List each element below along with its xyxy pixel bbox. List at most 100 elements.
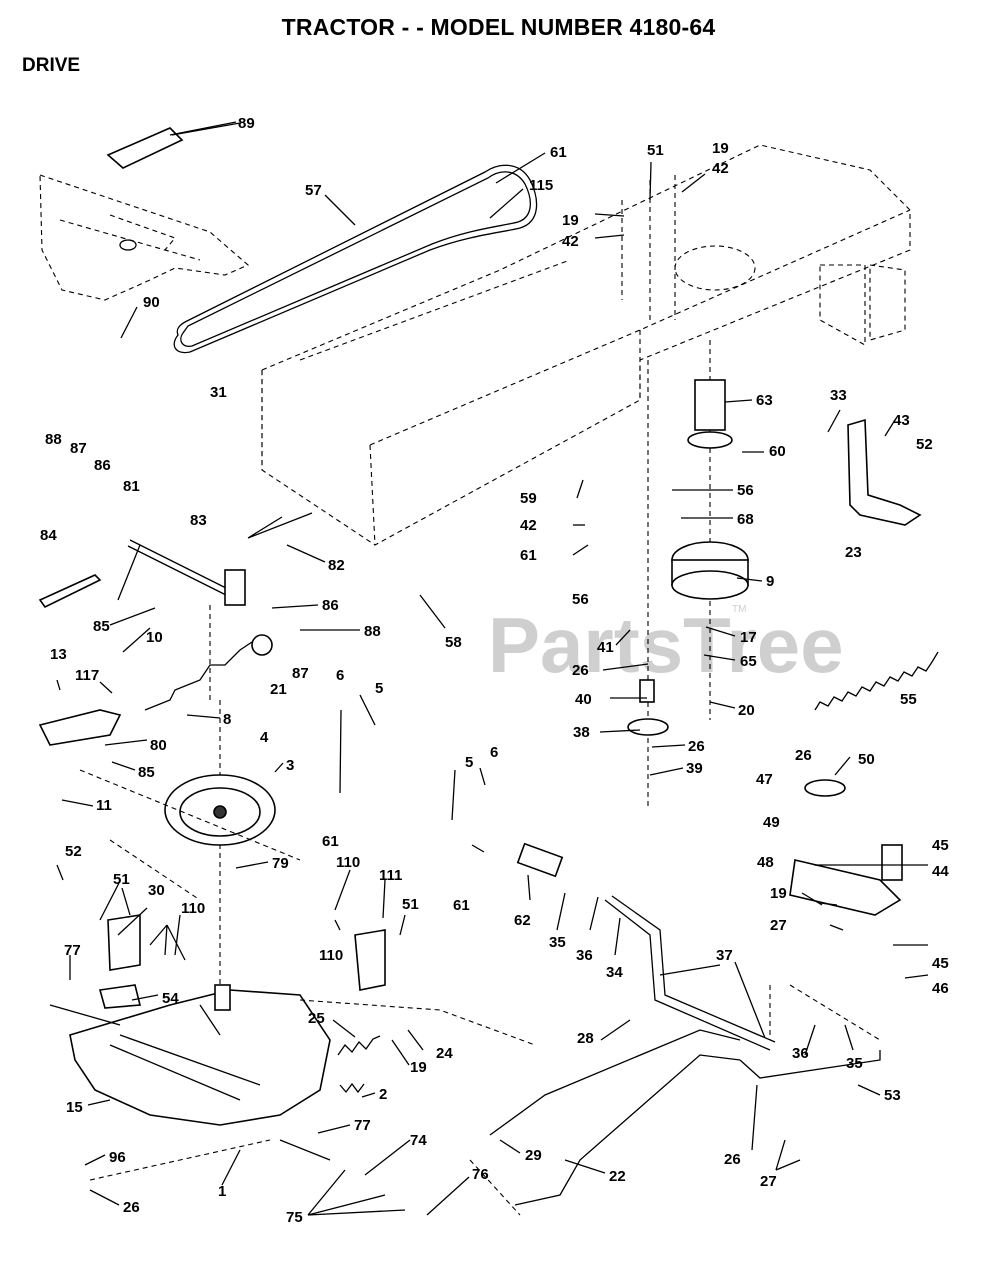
callout: 42: [562, 233, 579, 250]
callout: 43: [893, 412, 910, 429]
callout: 89: [238, 115, 255, 132]
callout: 41: [597, 639, 614, 656]
spring-2: [339, 1082, 365, 1094]
callout: 26: [572, 662, 589, 679]
callout: 30: [148, 882, 165, 899]
tractor-frame: [261, 144, 911, 546]
callout: 61: [322, 833, 339, 850]
callout: 52: [65, 843, 82, 860]
rod-28: [489, 1029, 741, 1136]
callout: 96: [109, 1149, 126, 1166]
callout: 82: [328, 557, 345, 574]
callout: 42: [520, 517, 537, 534]
callout: 15: [66, 1099, 83, 1116]
callout: 117: [75, 667, 99, 684]
callout: 11: [96, 797, 112, 814]
callout: 37: [716, 947, 733, 964]
callout: 51: [402, 896, 419, 913]
callout: 80: [150, 737, 167, 754]
bracket-23: [847, 418, 922, 526]
spindle-63: [687, 379, 733, 449]
callout: 75: [286, 1209, 303, 1226]
callout: 85: [93, 618, 110, 635]
callout: 35: [549, 934, 566, 951]
callout: 74: [410, 1132, 427, 1149]
callout: 45: [932, 837, 949, 854]
callout: 4: [260, 729, 269, 746]
callout: 6: [336, 667, 344, 684]
callout: 22: [609, 1168, 626, 1185]
pulley-3: [164, 774, 276, 846]
callout: 83: [190, 512, 207, 529]
callout: 39: [686, 760, 703, 777]
callout: 87: [292, 665, 309, 682]
callout: 8: [223, 711, 231, 728]
bracket-30: [107, 914, 141, 971]
callout: 5: [465, 754, 473, 771]
bracket-80: [38, 709, 122, 746]
callout: 26: [795, 747, 812, 764]
callout: 29: [525, 1147, 542, 1164]
callout: 90: [143, 294, 160, 311]
callout: 19: [562, 212, 579, 229]
callout: 59: [520, 490, 537, 507]
callout: 21: [270, 681, 287, 698]
callout: 50: [858, 751, 875, 768]
knob-21: [251, 634, 273, 656]
callout: 63: [756, 392, 773, 409]
callout: 48: [757, 854, 774, 871]
idler-arm-48: [789, 844, 903, 916]
callout: 47: [756, 771, 773, 788]
callout: 19: [410, 1059, 427, 1076]
callout: 35: [846, 1055, 863, 1072]
callout: 61: [550, 144, 567, 161]
callout: 115: [529, 177, 553, 194]
shift-linkage: [38, 539, 246, 609]
idler-pulley-47: [804, 779, 846, 797]
guide-lines: [79, 605, 881, 1216]
bracket-54: [98, 984, 142, 1009]
callout: 61: [453, 897, 470, 914]
shift-lever-8: [144, 639, 256, 711]
fender-outline: [39, 174, 250, 301]
callout: 40: [575, 691, 592, 708]
callout: 88: [364, 623, 381, 640]
callout: 26: [724, 1151, 741, 1168]
callout: 68: [737, 511, 754, 528]
callout: 52: [916, 436, 933, 453]
watermark: PartsTree: [488, 601, 844, 689]
callout: 51: [647, 142, 664, 159]
callout: 45: [932, 955, 949, 972]
callout: 34: [606, 964, 623, 981]
callout: 110: [181, 900, 205, 917]
callout: 60: [769, 443, 786, 460]
callout: 58: [445, 634, 462, 651]
callout: 85: [138, 764, 155, 781]
callout: 10: [146, 629, 163, 646]
callout-leaders: [56, 121, 929, 1216]
callout: 57: [305, 182, 322, 199]
callout: 3: [286, 757, 294, 774]
callout: 31: [210, 384, 227, 401]
callout: 33: [830, 387, 847, 404]
callout: 87: [70, 440, 87, 457]
callout: 55: [900, 691, 917, 708]
callout: 1: [218, 1183, 226, 1200]
callout: 24: [436, 1045, 453, 1062]
callout: 62: [514, 912, 531, 929]
callout: 84: [40, 527, 57, 544]
callout: 54: [162, 990, 179, 1007]
callout: 51: [113, 871, 130, 888]
callout: 19: [712, 140, 729, 157]
callout: 49: [763, 814, 780, 831]
callout: 36: [792, 1045, 809, 1062]
watermark-tm: TM: [732, 604, 746, 615]
transaxle-1: [49, 984, 331, 1161]
callout: 56: [572, 591, 589, 608]
bracket-89: [106, 122, 241, 169]
callout: 86: [94, 457, 111, 474]
callout: 38: [573, 724, 590, 741]
page-title: TRACTOR - - MODEL NUMBER 4180-64: [281, 14, 716, 40]
callout: 27: [760, 1173, 777, 1190]
callout-labels: 89 61 115 57 51 19 42 19 42 90 31 63 33 …: [40, 115, 949, 1226]
